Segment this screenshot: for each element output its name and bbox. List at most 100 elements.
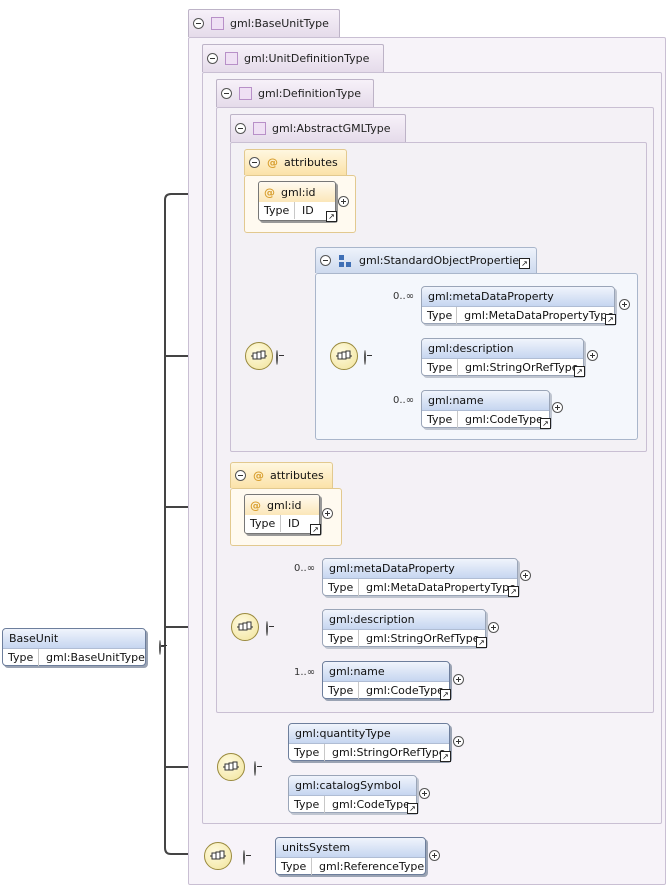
type-value: gml:CodeType: [366, 684, 444, 697]
type-key: Type: [3, 649, 39, 666]
complex-type-icon: [239, 87, 252, 100]
sequence-compositor[interactable]: [245, 342, 273, 370]
sequence-compositor[interactable]: [204, 842, 232, 870]
cardinality: 0..∞: [393, 395, 415, 406]
type-key: Type: [289, 796, 325, 813]
collapse-icon[interactable]: [249, 157, 260, 168]
reference-arrow-icon[interactable]: ↗: [440, 689, 451, 700]
type-key: Type: [422, 411, 458, 428]
expand-icon[interactable]: [429, 850, 440, 861]
reference-arrow-icon[interactable]: ↗: [574, 366, 585, 377]
element-description[interactable]: gml:description Type gml:StringOrRefType…: [322, 609, 487, 648]
reference-arrow-icon[interactable]: ↗: [310, 524, 321, 535]
sequence-icon: [210, 850, 226, 860]
element-name: unitsSystem: [282, 841, 351, 854]
type-value: ID: [288, 517, 300, 530]
type-value: gml:MetaDataPropertyType: [464, 309, 614, 322]
expand-icon[interactable]: [419, 788, 430, 799]
expand-icon[interactable]: [520, 570, 531, 581]
collapse-icon[interactable]: [276, 350, 278, 365]
element-name: gml:catalogSymbol: [295, 779, 402, 792]
collapse-icon[interactable]: [320, 255, 331, 266]
attribute-gml-id[interactable]: @ gml:id Type ID ↗: [258, 181, 337, 222]
abstract-gml-type-tab[interactable]: gml:AbstractGMLType: [230, 114, 406, 142]
element-unitssystem[interactable]: unitsSystem Type gml:ReferenceType: [275, 837, 426, 875]
collapse-icon[interactable]: [364, 350, 366, 365]
expand-icon[interactable]: [619, 299, 630, 310]
element-quantitytype[interactable]: gml:quantityType Type gml:StringOrRefTyp…: [288, 723, 451, 762]
expand-icon[interactable]: [453, 674, 464, 685]
element-name: gml:quantityType: [295, 727, 391, 740]
reference-arrow-icon[interactable]: ↗: [540, 418, 551, 429]
expand-icon[interactable]: [322, 508, 333, 519]
type-key: Type: [422, 359, 458, 376]
definition-type-tab[interactable]: gml:DefinitionType: [216, 79, 374, 107]
sequence-compositor[interactable]: [217, 753, 245, 781]
type-key: Type: [289, 744, 325, 761]
reference-arrow-icon[interactable]: ↗: [440, 751, 451, 762]
type-value: gml:CodeType: [465, 413, 543, 426]
attribute-icon: @: [264, 185, 275, 199]
expand-icon[interactable]: [453, 736, 464, 747]
reference-arrow-icon[interactable]: ↗: [407, 803, 418, 814]
group-icon: [339, 254, 351, 267]
standard-object-properties-tab[interactable]: gml:StandardObjectProperties ↗: [315, 247, 537, 273]
complex-type-icon: [211, 17, 224, 30]
reference-arrow-icon[interactable]: ↗: [326, 211, 337, 222]
sequence-compositor[interactable]: [231, 613, 259, 641]
element-name: gml:metaDataProperty: [428, 290, 554, 303]
type-key: Type: [245, 515, 281, 532]
collapse-icon[interactable]: [243, 850, 245, 865]
type-key: Type: [323, 682, 359, 699]
complex-type-icon: [253, 122, 266, 135]
attribute-name: gml:id: [267, 498, 302, 512]
element-name: gml:description: [329, 613, 415, 626]
collapse-icon[interactable]: [207, 53, 218, 64]
type-key: Type: [323, 630, 359, 647]
reference-arrow-icon[interactable]: ↗: [605, 314, 616, 325]
reference-arrow-icon[interactable]: ↗: [476, 637, 487, 648]
reference-arrow-icon[interactable]: ↗: [508, 586, 519, 597]
element-catalogsymbol[interactable]: gml:catalogSymbol Type gml:CodeType ↗: [288, 775, 418, 814]
sequence-icon: [223, 761, 239, 771]
collapse-icon[interactable]: [235, 470, 246, 481]
sequence-icon: [237, 621, 253, 631]
element-metadataproperty[interactable]: gml:metaDataProperty Type gml:MetaDataPr…: [421, 286, 616, 325]
element-name: gml:metaDataProperty: [329, 562, 455, 575]
type-key: Type: [276, 858, 312, 875]
type-key: Type: [323, 579, 359, 596]
expand-icon[interactable]: [488, 622, 499, 633]
attributes-tab[interactable]: @ attributes: [230, 462, 333, 488]
type-key: Type: [422, 307, 458, 324]
collapse-icon[interactable]: [159, 640, 161, 655]
attributes-label: attributes: [284, 156, 338, 169]
element-name-code[interactable]: gml:name Type gml:CodeType ↗: [322, 661, 451, 700]
expand-icon[interactable]: [338, 196, 349, 207]
element-name-code[interactable]: gml:name Type gml:CodeType ↗: [421, 390, 551, 429]
expand-icon[interactable]: [587, 350, 598, 361]
collapse-icon[interactable]: [266, 621, 268, 636]
base-unit-type-tab[interactable]: gml:BaseUnitType: [188, 9, 340, 37]
element-metadataproperty[interactable]: gml:metaDataProperty Type gml:MetaDataPr…: [322, 558, 519, 597]
element-description[interactable]: gml:description Type gml:StringOrRefType…: [421, 338, 585, 377]
attributes-tab[interactable]: @ attributes: [244, 149, 347, 175]
element-name: gml:name: [428, 394, 484, 407]
root-element-baseunit[interactable]: BaseUnit Type gml:BaseUnitType: [2, 628, 146, 666]
reference-arrow-icon[interactable]: ↗: [519, 258, 530, 269]
collapse-icon[interactable]: [235, 123, 246, 134]
unit-definition-type-label: gml:UnitDefinitionType: [244, 52, 370, 65]
cardinality: 0..∞: [393, 291, 415, 302]
attribute-gml-id[interactable]: @ gml:id Type ID ↗: [244, 494, 321, 535]
collapse-icon[interactable]: [254, 761, 256, 776]
attributes-label: attributes: [270, 469, 324, 482]
sequence-icon: [251, 350, 267, 360]
collapse-icon[interactable]: [193, 18, 204, 29]
expand-icon[interactable]: [552, 402, 563, 413]
type-value: gml:CodeType: [332, 798, 410, 811]
collapse-icon[interactable]: [221, 88, 232, 99]
attribute-icon: @: [253, 469, 264, 482]
complex-type-icon: [225, 52, 238, 65]
group-label: gml:StandardObjectProperties: [359, 254, 525, 267]
unit-definition-type-tab[interactable]: gml:UnitDefinitionType: [202, 44, 384, 72]
sequence-compositor[interactable]: [330, 342, 358, 370]
